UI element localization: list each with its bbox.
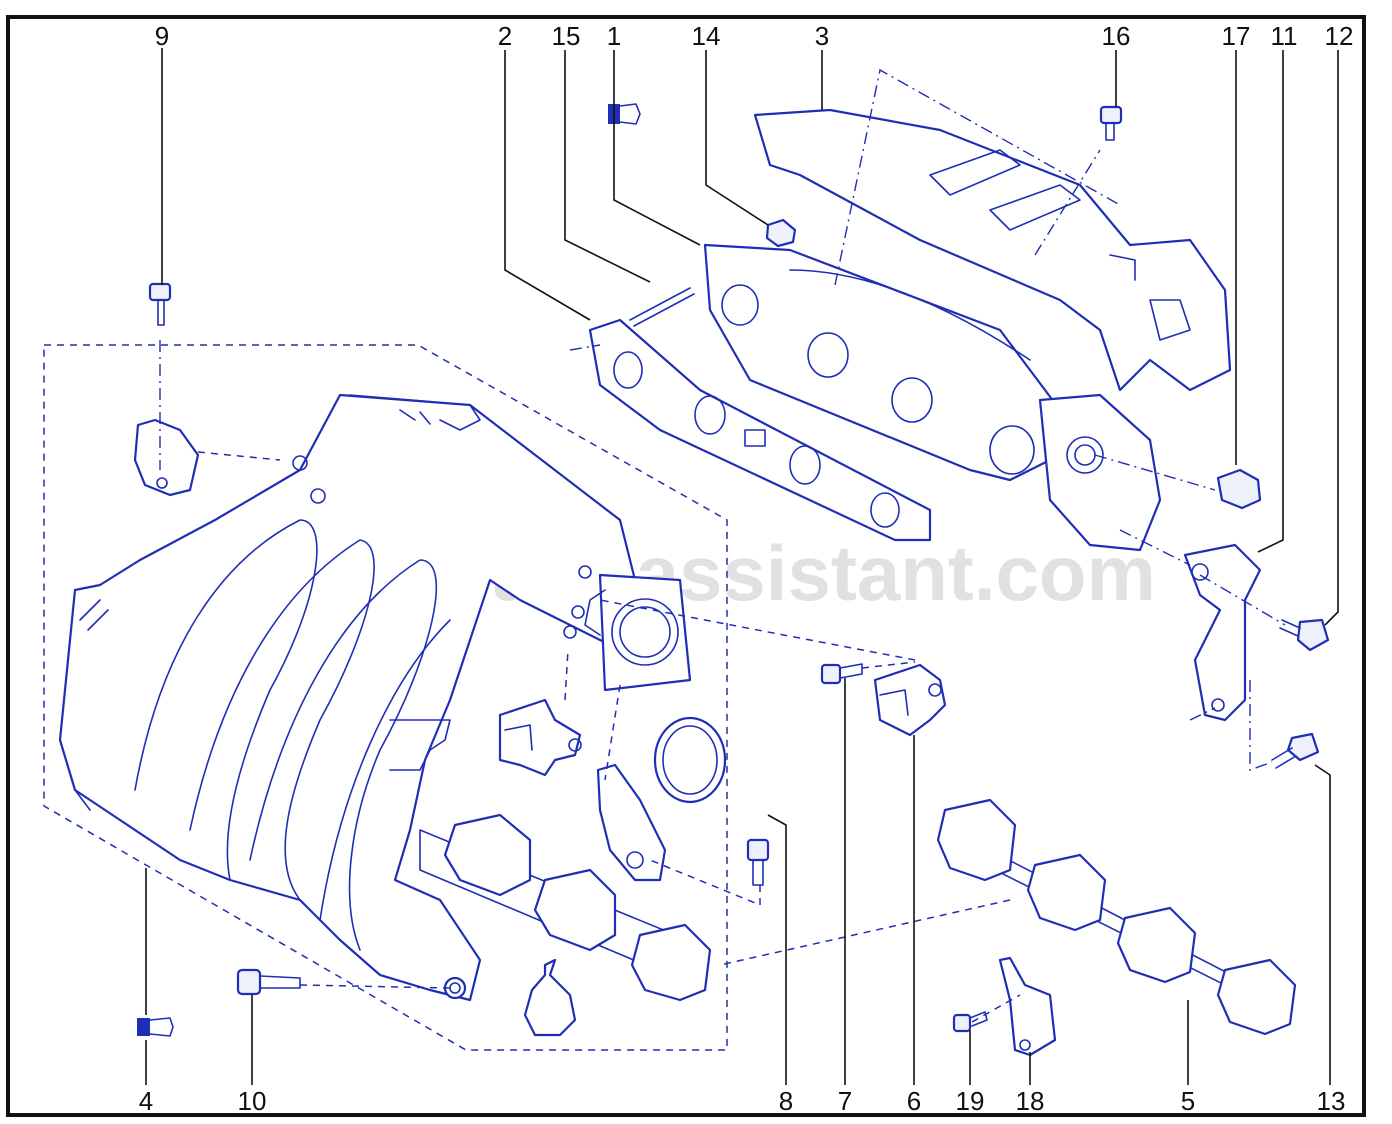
manifold-bracket <box>596 763 667 882</box>
callout-leaders <box>145 48 1339 1085</box>
callout-1: 1 <box>607 21 621 51</box>
bolt-10 <box>236 968 301 996</box>
small-bracket-18 <box>998 956 1057 1057</box>
callout-15: 15 <box>552 21 581 51</box>
intake-gasket-right <box>936 798 1297 1036</box>
diagram-border <box>6 15 1366 1117</box>
intake-manifold <box>58 393 642 1002</box>
callout-18: 18 <box>1016 1086 1045 1116</box>
clip-1 <box>608 103 641 125</box>
callout-11: 11 <box>1271 21 1298 51</box>
intake-gasket-left <box>419 813 712 1002</box>
idle-air-valve-left <box>498 698 582 777</box>
nut-17 <box>1216 468 1262 510</box>
callout-4: 4 <box>139 1086 153 1116</box>
callout-12: 12 <box>1325 21 1354 51</box>
callout-5: 5 <box>1181 1086 1195 1116</box>
bolt-13 <box>1271 732 1320 769</box>
callout-3: 3 <box>815 21 829 51</box>
callout-7: 7 <box>838 1086 852 1116</box>
exhaust-gasket <box>588 318 932 542</box>
clip-4 <box>137 1017 174 1037</box>
heat-shield <box>753 108 1232 392</box>
nut-14 <box>765 218 797 248</box>
bolt-7 <box>820 663 863 685</box>
fasteners <box>137 103 1330 1037</box>
exhaust-bracket <box>1183 543 1262 722</box>
callout-6: 6 <box>907 1086 921 1116</box>
callout-19: 19 <box>956 1086 985 1116</box>
sealant-tube <box>523 958 577 1037</box>
manifold-dashed-region <box>43 344 728 1051</box>
bolt-8 <box>746 838 770 886</box>
exhaust-manifold <box>703 243 1162 552</box>
bolt-19 <box>952 1011 988 1033</box>
bolt-9 <box>148 282 172 326</box>
callout-16: 16 <box>1102 21 1131 51</box>
throttle-gasket-ring <box>653 716 727 804</box>
callout-17: 17 <box>1222 21 1251 51</box>
throttle-body <box>563 565 692 692</box>
callout-8: 8 <box>779 1086 793 1116</box>
sensor-bracket-9 <box>133 418 200 497</box>
callout-14: 14 <box>692 21 721 51</box>
assembly-guide-lines <box>159 68 1286 1023</box>
callout-13: 13 <box>1317 1086 1346 1116</box>
callout-2: 2 <box>498 21 512 51</box>
stud-15 <box>629 287 695 327</box>
callout-10: 10 <box>238 1086 267 1116</box>
callout-numbers: 9 2 15 1 14 3 16 17 11 12 4 10 8 7 6 19 … <box>139 21 1354 1116</box>
bolt-16 <box>1099 105 1123 141</box>
sensor-right <box>873 663 947 737</box>
bolt-12 <box>1279 618 1330 652</box>
callout-9: 9 <box>155 21 169 51</box>
